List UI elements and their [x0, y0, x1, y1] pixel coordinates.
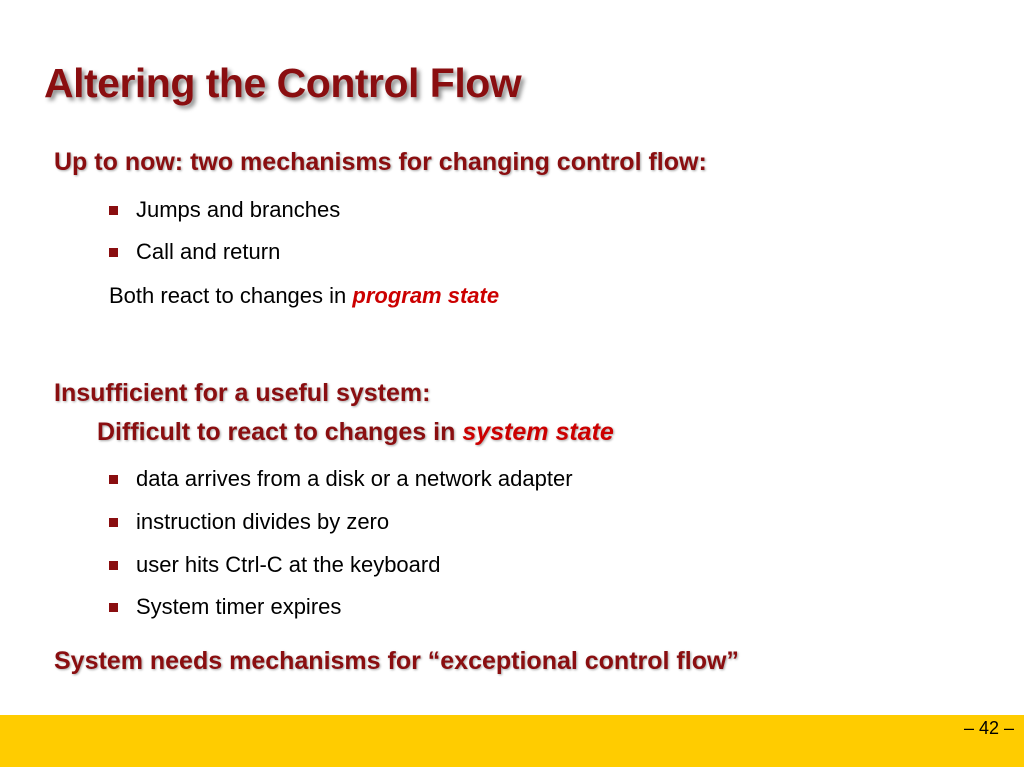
- slide-title: Altering the Control Flow: [44, 60, 522, 106]
- bullet-text: System timer expires: [136, 594, 342, 619]
- bullet-item: user hits Ctrl-C at the keyboard: [109, 552, 440, 578]
- bullet-item: data arrives from a disk or a network ad…: [109, 466, 573, 492]
- subheading-prefix: Difficult to react to changes in: [97, 418, 463, 446]
- page-number: – 42 –: [963, 718, 1014, 738]
- bullet-item: System timer expires: [109, 594, 341, 620]
- section3-heading: System needs mechanisms for “exceptional…: [54, 647, 739, 675]
- note-emphasis: program state: [352, 283, 500, 308]
- bullet-text: Call and return: [136, 239, 281, 264]
- bullet-text: data arrives from a disk or a network ad…: [136, 466, 573, 491]
- square-bullet-icon: [109, 247, 118, 257]
- square-bullet-icon: [109, 517, 118, 527]
- square-bullet-icon: [109, 205, 118, 215]
- bullet-text: user hits Ctrl-C at the keyboard: [136, 552, 441, 577]
- square-bullet-icon: [109, 474, 118, 484]
- bullet-item: Call and return: [109, 239, 280, 265]
- square-bullet-icon: [109, 602, 118, 612]
- footer-bar: [0, 715, 1024, 767]
- bullet-item: instruction divides by zero: [109, 509, 389, 535]
- bullet-item: Jumps and branches: [109, 197, 340, 223]
- subheading-emphasis: system state: [462, 418, 614, 446]
- note-prefix: Both react to changes in: [109, 283, 353, 308]
- section1-note: Both react to changes in program state: [109, 283, 499, 309]
- bullet-text: instruction divides by zero: [136, 509, 390, 534]
- bullet-text: Jumps and branches: [136, 197, 341, 222]
- section2-subheading: Difficult to react to changes in system …: [97, 418, 614, 447]
- square-bullet-icon: [109, 560, 118, 570]
- section2-heading: Insufficient for a useful system:: [54, 379, 431, 407]
- section1-heading: Up to now: two mechanisms for changing c…: [54, 148, 707, 176]
